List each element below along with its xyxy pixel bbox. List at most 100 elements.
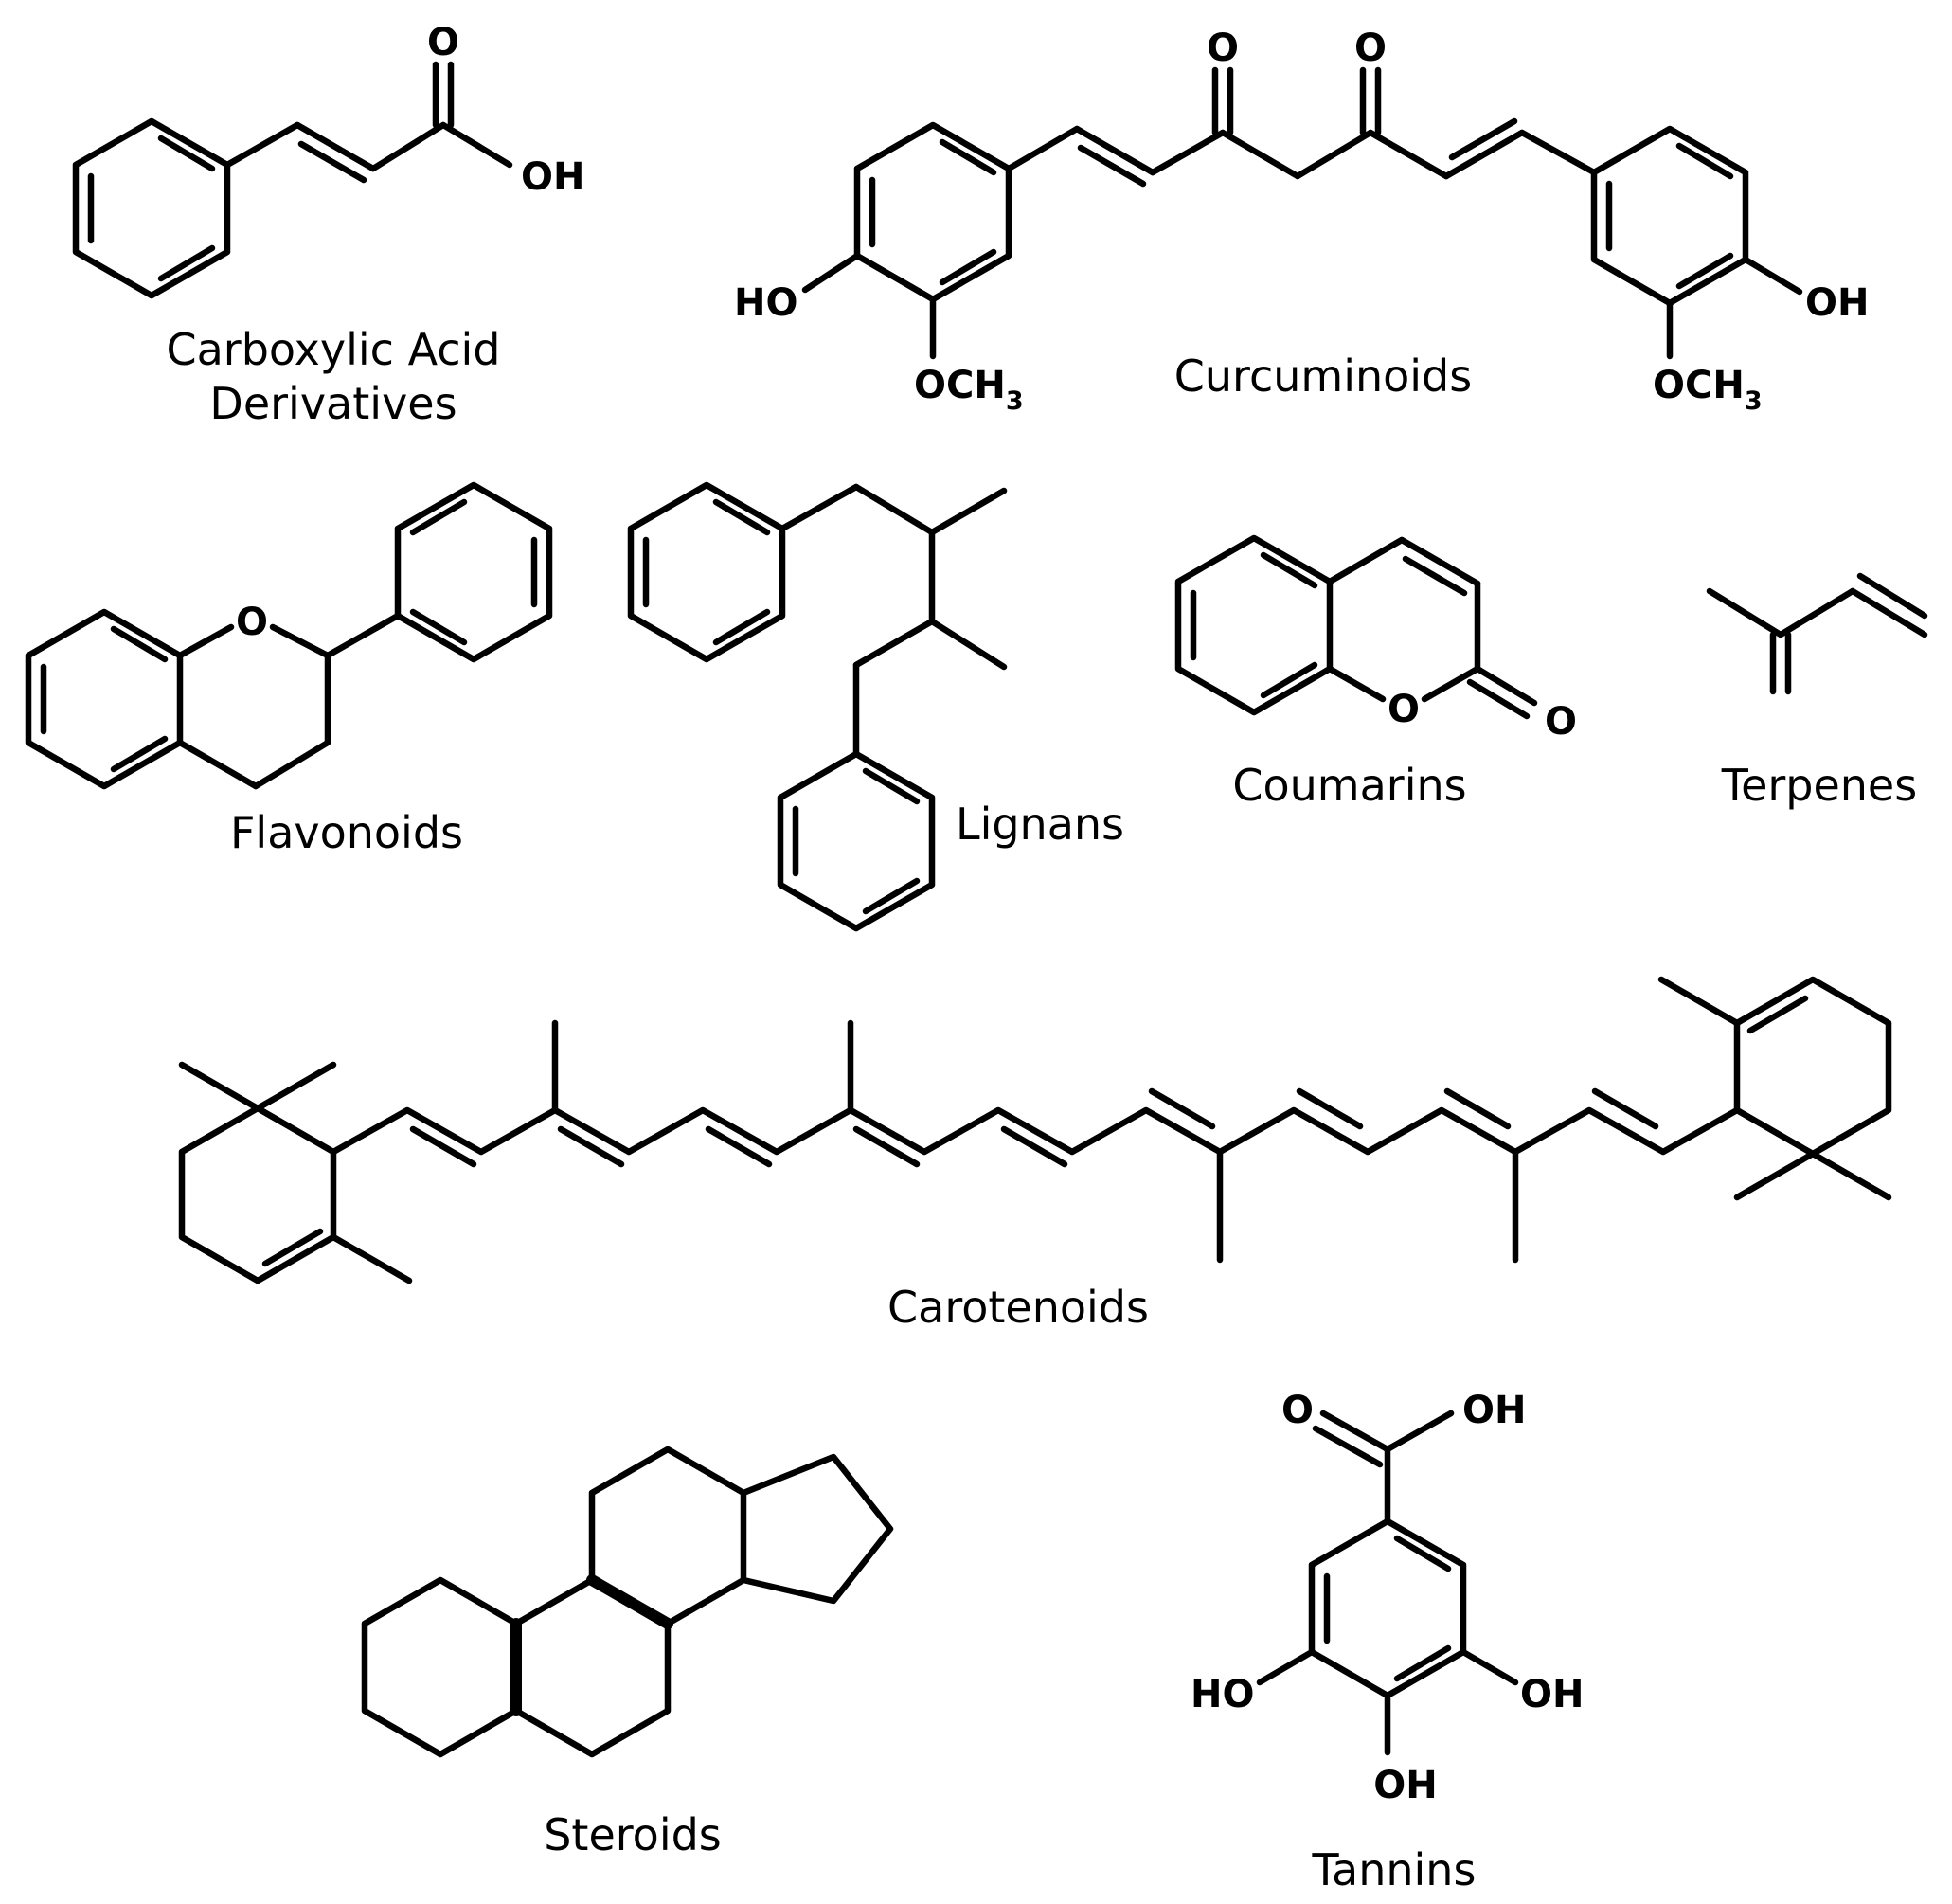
carbonyl-bond bbox=[1466, 678, 1531, 720]
single-bond bbox=[252, 739, 331, 790]
benzene-ring bbox=[1308, 1518, 1467, 1699]
aromatic-bond bbox=[110, 625, 169, 663]
benzene-ring bbox=[777, 750, 936, 932]
aromatic-bond bbox=[157, 244, 216, 282]
single-bond bbox=[1518, 129, 1598, 176]
aromatic-bond bbox=[409, 498, 468, 536]
single-bond bbox=[1460, 1648, 1519, 1686]
single-bond bbox=[1421, 665, 1481, 703]
caption-tannins: Tannins bbox=[1312, 1844, 1477, 1895]
structure-terpenes: Terpenes bbox=[1706, 572, 1928, 811]
benzene-ring bbox=[25, 608, 184, 790]
single-bond bbox=[369, 121, 447, 172]
polyene-chain bbox=[330, 1106, 1741, 1156]
single-bond bbox=[1367, 129, 1450, 180]
aromatic-bond bbox=[1260, 551, 1318, 589]
single-bond bbox=[1777, 587, 1856, 638]
aromatic-bond bbox=[712, 608, 771, 646]
structure-carboxylic-acid: O OH Carboxylic Acid Derivatives bbox=[72, 21, 584, 429]
caption-carboxylic-line1: Carboxylic Acid bbox=[167, 324, 501, 375]
double-bond bbox=[1856, 572, 1928, 620]
caption-curcuminoids: Curcuminoids bbox=[1174, 350, 1472, 402]
aromatic-bond bbox=[862, 767, 921, 805]
single-bond bbox=[324, 612, 402, 659]
structure-flavonoids: O Flavonoids bbox=[25, 481, 553, 858]
double-bond-inner bbox=[1591, 1087, 1659, 1130]
double-bond-inner bbox=[1296, 1087, 1364, 1130]
atom-label: O bbox=[1388, 688, 1420, 731]
single-bond bbox=[928, 487, 1008, 536]
double-bond bbox=[1402, 555, 1468, 597]
single-bond bbox=[176, 739, 260, 790]
single-bond bbox=[779, 483, 860, 532]
aromatic-bond bbox=[110, 735, 169, 773]
single-bond bbox=[928, 618, 1008, 671]
methyl bbox=[1657, 976, 1741, 1027]
atom-label: O bbox=[1207, 27, 1239, 70]
double-bond bbox=[297, 140, 367, 184]
double-bond-inner bbox=[705, 1125, 773, 1168]
caption-steroids: Steroids bbox=[544, 1809, 722, 1860]
aromatic-bond bbox=[939, 248, 997, 286]
carbonyl-bond bbox=[1474, 665, 1538, 707]
methyl bbox=[330, 1233, 413, 1284]
structure-carotenoids: Carotenoids bbox=[178, 976, 1892, 1333]
single-bond bbox=[1294, 129, 1374, 180]
methoxy-label: OCH3 bbox=[914, 364, 1024, 416]
aromatic-bond bbox=[1393, 1644, 1452, 1682]
aromatic-bond bbox=[157, 135, 216, 172]
atom-label: O bbox=[1281, 1389, 1314, 1432]
caption-lignans: Lignans bbox=[956, 799, 1124, 850]
atom-label: OH bbox=[1373, 1764, 1437, 1807]
double-bond-inner bbox=[852, 1125, 921, 1168]
gem-methyl bbox=[254, 1061, 337, 1112]
atom-label: HO bbox=[734, 281, 797, 325]
single-bond bbox=[1384, 1410, 1455, 1453]
aromatic-bond bbox=[1393, 1535, 1452, 1572]
double-bond bbox=[1448, 117, 1518, 161]
caption-coumarins: Coumarins bbox=[1232, 760, 1466, 811]
single-bond bbox=[1005, 125, 1081, 172]
gem-methyl bbox=[178, 1061, 261, 1112]
single-bond bbox=[1219, 129, 1301, 180]
double-bond-inner bbox=[1746, 995, 1809, 1034]
single-bond bbox=[269, 623, 331, 659]
caption-flavonoids: Flavonoids bbox=[230, 807, 463, 858]
gem-methyl bbox=[1809, 1150, 1892, 1201]
ring-bonds bbox=[178, 1105, 337, 1284]
double-bond bbox=[1442, 129, 1526, 180]
ring-d bbox=[740, 1453, 894, 1605]
structure-curcuminoids: HO OCH3 O O OH OCH3 Curcuminoids bbox=[734, 27, 1869, 416]
aromatic-bond bbox=[409, 608, 468, 646]
aromatic-bond bbox=[939, 138, 997, 176]
caption-carotenoids: Carotenoids bbox=[887, 1282, 1149, 1333]
carbonyl-bond bbox=[1312, 1425, 1384, 1468]
single-bond bbox=[176, 623, 235, 659]
atom-label: O bbox=[1354, 27, 1387, 70]
single-bond bbox=[1149, 129, 1227, 176]
atom-label: OH bbox=[521, 155, 584, 199]
single-bond bbox=[439, 121, 513, 169]
atom-label: OH bbox=[1462, 1389, 1526, 1432]
structure-tannins: O OH HO OH OH Tannins bbox=[1191, 1389, 1584, 1895]
caption-terpenes: Terpenes bbox=[1721, 760, 1917, 811]
ring-a bbox=[361, 1576, 520, 1758]
single-bond bbox=[1706, 587, 1784, 638]
double-bond-inner bbox=[261, 1228, 324, 1267]
aromatic-bond bbox=[862, 877, 921, 915]
aromatic-bond bbox=[712, 498, 771, 536]
single-bond bbox=[1326, 665, 1387, 703]
gem-methyl bbox=[1733, 1150, 1817, 1201]
single-bond bbox=[852, 618, 936, 669]
benzene-ring bbox=[1174, 534, 1334, 716]
stereo-bond bbox=[586, 1574, 673, 1629]
ring-bonds bbox=[1733, 976, 1892, 1158]
aromatic-bond bbox=[1675, 252, 1734, 290]
single-bond bbox=[1742, 256, 1803, 296]
aromatic-bond bbox=[1675, 142, 1734, 180]
structure-coumarins: O O Coumarins bbox=[1174, 534, 1577, 811]
double-bond bbox=[1849, 587, 1928, 638]
aromatic-bond bbox=[1260, 661, 1318, 699]
caption-carboxylic-line2: Derivatives bbox=[209, 378, 457, 429]
